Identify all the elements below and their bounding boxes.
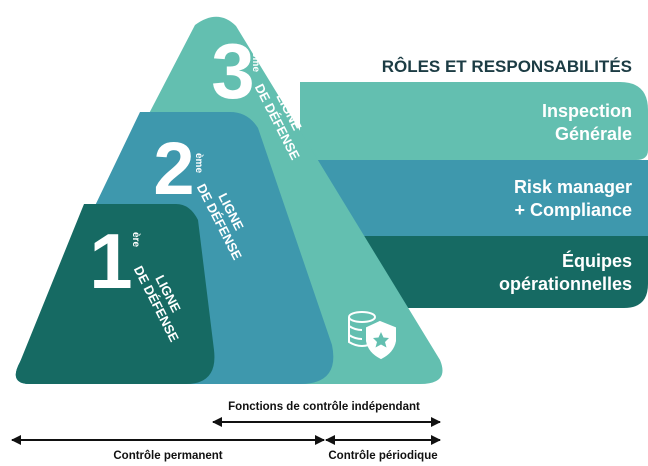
role-risk-line1: Risk manager <box>514 177 632 197</box>
pyramid-first-line <box>15 204 215 384</box>
line-2-number: 2 <box>153 127 194 210</box>
role-operational-line2: opérationnelles <box>499 274 632 294</box>
role-band-risk-manager <box>300 160 648 236</box>
independent-control-label: Fonctions de contrôle indépendant <box>228 401 420 413</box>
database-shield-star-icon <box>348 311 396 360</box>
roles-heading: RÔLES ET RESPONSABILITÉS <box>382 57 632 76</box>
role-inspection-line1: Inspection <box>542 101 632 121</box>
line-3-suffix: ème <box>250 52 261 72</box>
role-inspection-line2: Générale <box>555 124 632 144</box>
line-1-number: 1 <box>89 217 132 305</box>
role-operational-line1: Équipes <box>562 250 632 271</box>
line-2-suffix: ème <box>193 153 204 173</box>
line-3-number: 3 <box>211 27 254 115</box>
role-risk-line2: + Compliance <box>514 200 632 220</box>
permanent-control-label: Contrôle permanent <box>113 450 222 462</box>
periodic-control-label: Contrôle périodique <box>328 450 437 462</box>
role-band-inspection <box>300 82 648 160</box>
line-1-suffix: ère <box>130 232 141 247</box>
